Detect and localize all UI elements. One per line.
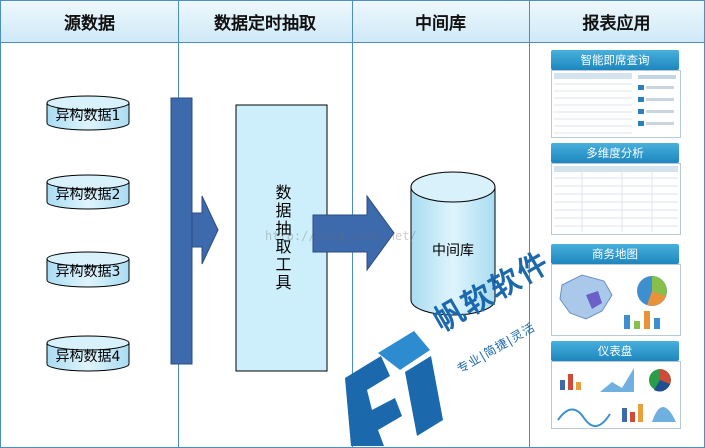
report-title-dashboard: 仪表盘: [551, 341, 679, 361]
report-title-adhoc-query: 智能即席查询: [551, 50, 679, 70]
middle-db-cylinder: [410, 171, 496, 316]
report-thumb-dashboard: [551, 361, 681, 429]
pivot-table-thumbnail-icon: [554, 166, 678, 232]
source-label-3: 异构数据3: [55, 264, 121, 280]
dashboard-thumbnail-icon: [557, 368, 676, 427]
table-thumbnail-icon: [554, 73, 676, 134]
report-thumb-multidim-analysis: [551, 163, 681, 235]
source-cylinder-3: [46, 251, 130, 288]
report-thumb-business-map: [551, 264, 681, 336]
source-label-1: 异构数据1: [55, 108, 121, 124]
header-timed-extraction: 数据定时抽取: [178, 1, 352, 43]
collector-bar: [170, 97, 193, 365]
extraction-tool-label: 数据抽取工具: [272, 184, 292, 292]
watermark-url: http://blog.csdn.net/: [265, 229, 417, 243]
brand-logo-icon: [345, 331, 443, 446]
map-thumbnail-icon: [559, 274, 667, 329]
source-cylinder-2: [46, 174, 130, 210]
collector-arrow: [191, 195, 219, 265]
column-divider-3: [529, 1, 530, 447]
source-label-2: 异构数据2: [55, 187, 121, 203]
header-source-data: 源数据: [1, 1, 178, 43]
middle-db-label: 中间库: [432, 243, 474, 259]
source-label-4: 异构数据4: [55, 349, 121, 365]
header-middle-db: 中间库: [352, 1, 529, 43]
load-arrow: [312, 194, 395, 272]
header-report-apps: 报表应用: [529, 1, 704, 43]
report-thumb-adhoc-query: [551, 70, 681, 138]
source-cylinder-4: [46, 335, 130, 372]
report-title-business-map: 商务地图: [551, 244, 679, 264]
report-title-multidim-analysis: 多维度分析: [551, 143, 679, 163]
source-cylinder-1: [46, 95, 130, 131]
extraction-tool-box: [235, 104, 328, 372]
